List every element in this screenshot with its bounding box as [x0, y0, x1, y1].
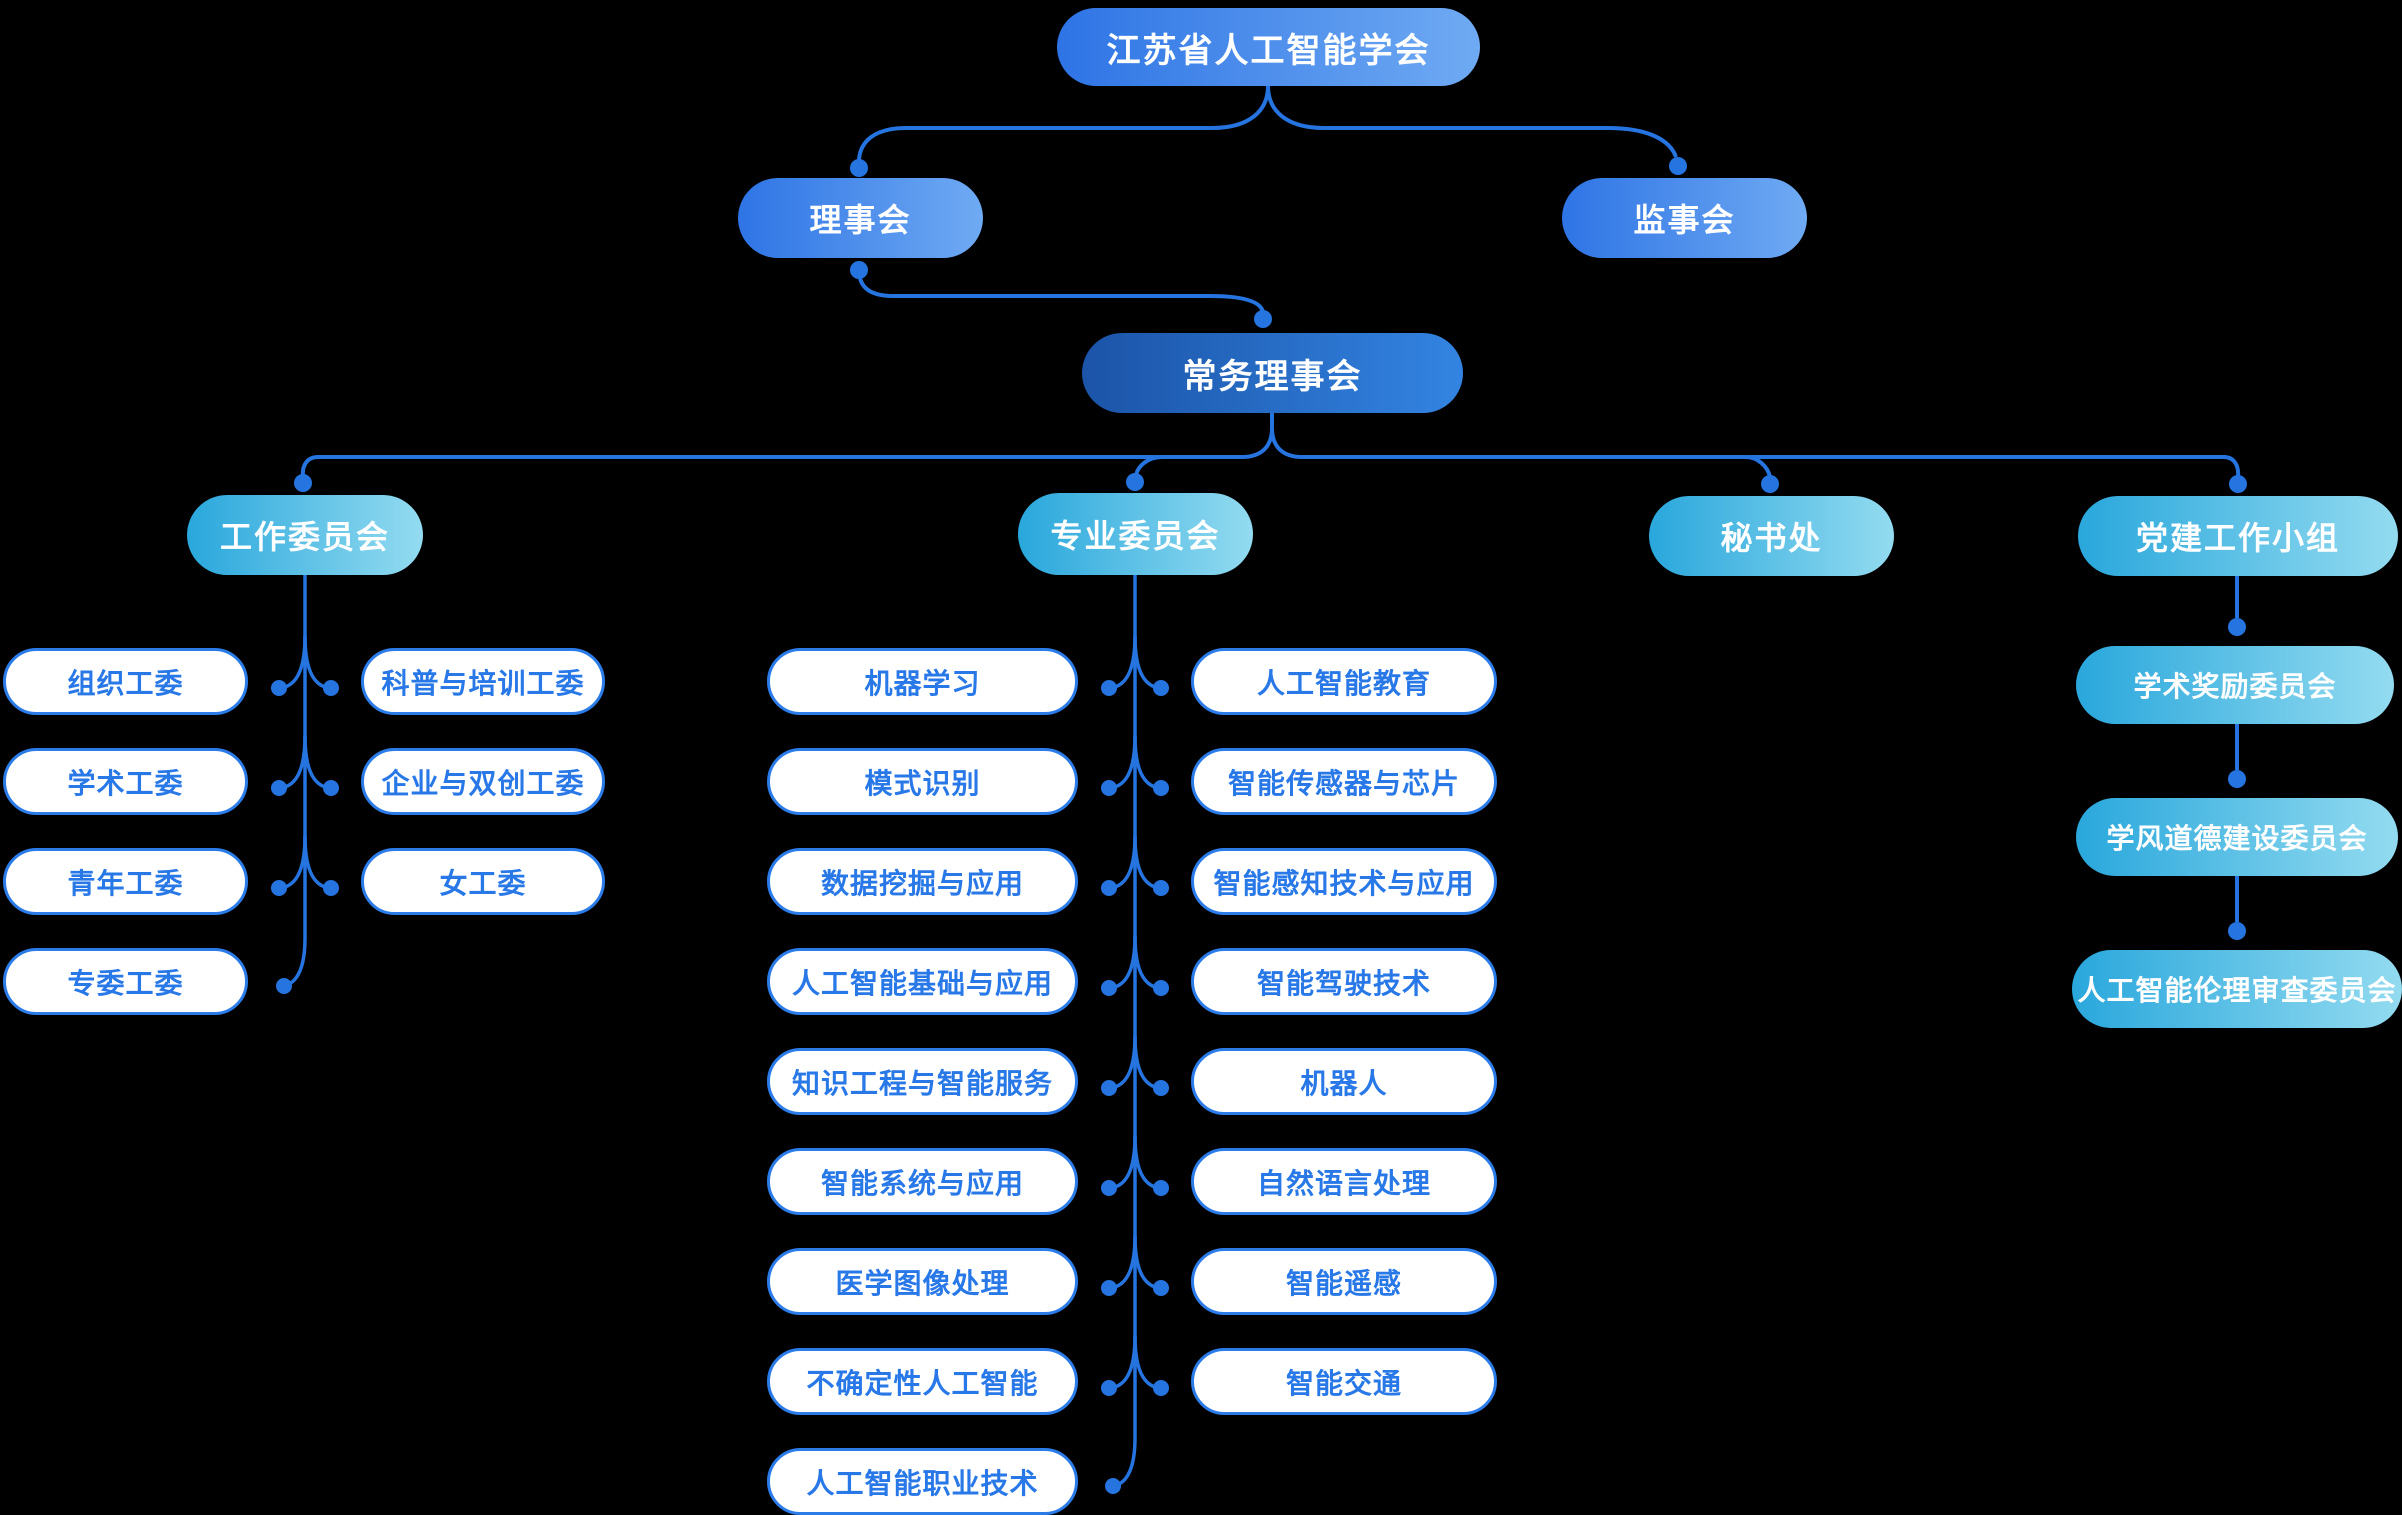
org-node-party-group: 党建工作小组 — [2078, 496, 2398, 576]
org-node-special-committee-item: 智能驾驶技术 — [1191, 948, 1497, 1015]
org-node-special-committee-item: 智能遥感 — [1191, 1248, 1497, 1315]
org-node-party-item: 学风道德建设委员会 — [2076, 798, 2398, 876]
org-node-special-committee-item: 智能传感器与芯片 — [1191, 748, 1497, 815]
org-node-special-committee-item: 智能系统与应用 — [767, 1148, 1078, 1215]
org-node-special-committee-item: 人工智能教育 — [1191, 648, 1497, 715]
org-node-special-committee-item: 人工智能职业技术 — [767, 1448, 1078, 1515]
org-node-party-item: 人工智能伦理审查委员会 — [2072, 950, 2402, 1028]
org-node-work-committee-item: 专委工委 — [3, 948, 248, 1015]
org-node-secretariat: 秘书处 — [1649, 496, 1894, 576]
org-node-special-committee-item: 不确定性人工智能 — [767, 1348, 1078, 1415]
org-node-special-committee-item: 机器学习 — [767, 648, 1078, 715]
org-node-supervisory: 监事会 — [1562, 178, 1807, 258]
org-node-special-committee: 专业委员会 — [1018, 493, 1253, 575]
org-node-work-committee-item: 学术工委 — [3, 748, 248, 815]
org-node-work-committee: 工作委员会 — [187, 495, 423, 575]
org-node-work-committee-item: 组织工委 — [3, 648, 248, 715]
org-node-special-committee-item: 智能感知技术与应用 — [1191, 848, 1497, 915]
org-node-special-committee-item: 医学图像处理 — [767, 1248, 1078, 1315]
org-node-work-committee-item: 科普与培训工委 — [361, 648, 605, 715]
org-node-special-committee-item: 人工智能基础与应用 — [767, 948, 1078, 1015]
org-node-root: 江苏省人工智能学会 — [1057, 8, 1480, 86]
org-node-work-committee-item: 女工委 — [361, 848, 605, 915]
org-node-special-committee-item: 模式识别 — [767, 748, 1078, 815]
org-node-special-committee-item: 知识工程与智能服务 — [767, 1048, 1078, 1115]
org-node-board: 理事会 — [738, 178, 983, 258]
org-node-work-committee-item: 青年工委 — [3, 848, 248, 915]
org-node-special-committee-item: 机器人 — [1191, 1048, 1497, 1115]
org-node-special-committee-item: 自然语言处理 — [1191, 1148, 1497, 1215]
org-node-standing-council: 常务理事会 — [1082, 333, 1463, 413]
org-node-special-committee-item: 数据挖掘与应用 — [767, 848, 1078, 915]
org-node-special-committee-item: 智能交通 — [1191, 1348, 1497, 1415]
org-node-work-committee-item: 企业与双创工委 — [361, 748, 605, 815]
org-node-party-item: 学术奖励委员会 — [2076, 646, 2394, 724]
